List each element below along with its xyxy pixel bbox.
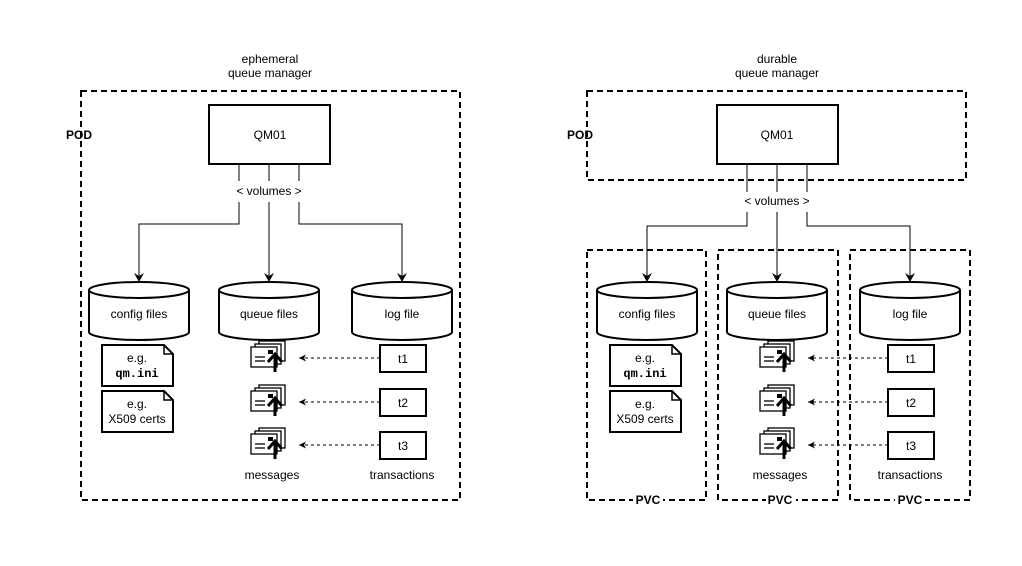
volumes-label: < volumes > [236, 184, 301, 198]
pvc-label-bg [766, 493, 796, 507]
log-file-store[interactable]: log file [859, 281, 961, 341]
message-icon [758, 339, 796, 374]
log-file-store[interactable]: log file [351, 281, 453, 341]
pod-label: POD [567, 128, 593, 142]
pod-boundary [586, 90, 967, 181]
pvc-label: PVC [898, 493, 923, 507]
qm-label: QM01 [761, 128, 794, 142]
durable-diagram: durable queue manager POD QM01 < volumes… [567, 52, 971, 507]
config-files-label: config files [111, 307, 168, 321]
transaction-t1[interactable] [379, 344, 427, 373]
messages-label: messages [753, 468, 808, 482]
title-line2: queue manager [735, 66, 819, 80]
doc-x509-certs: e.g. X509 certs [101, 390, 174, 433]
message-icon [249, 339, 287, 374]
doc-qm-ini: e.g. qm.ini [101, 344, 174, 387]
pod-boundary [80, 90, 461, 501]
t3-label: t3 [398, 439, 408, 453]
transaction-t3[interactable] [887, 431, 935, 460]
queue-files-label: queue files [240, 307, 298, 321]
transactions-label: transactions [370, 468, 435, 482]
svg-text:e.g.: e.g. [127, 397, 147, 411]
queue-files-label: queue files [748, 307, 806, 321]
svg-text:qm.ini: qm.ini [623, 367, 666, 381]
message-icon [249, 383, 287, 418]
title-line1: durable [757, 52, 797, 66]
pvc-label: PVC [768, 493, 793, 507]
arrow-to-config [642, 212, 748, 282]
queue-files-store[interactable]: queue files [218, 281, 320, 341]
t2-label: t2 [906, 396, 916, 410]
arrow-to-log [806, 212, 915, 282]
svg-text:qm.ini: qm.ini [115, 367, 158, 381]
config-files-store[interactable]: config files [88, 281, 190, 341]
t1-label: t1 [398, 352, 408, 366]
title-line2: queue manager [228, 66, 312, 80]
arrow-to-log [298, 202, 407, 282]
transaction-t2[interactable] [887, 388, 935, 417]
doc-x509-certs: e.g. X509 certs [609, 390, 682, 433]
ephemeral-diagram: ephemeral queue manager POD QM01 < volum… [66, 52, 461, 501]
t3-label: t3 [906, 439, 916, 453]
svg-text:e.g.: e.g. [127, 351, 147, 365]
message-icon [249, 426, 287, 461]
pod-label: POD [66, 128, 92, 142]
svg-text:X509 certs: X509 certs [108, 412, 165, 426]
qm-label: QM01 [254, 128, 287, 142]
pvc-config [586, 249, 707, 501]
config-files-store[interactable]: config files [596, 281, 698, 341]
t2-label: t2 [398, 396, 408, 410]
log-file-label: log file [893, 307, 928, 321]
transactions-label: transactions [878, 468, 943, 482]
title-line1: ephemeral [242, 52, 299, 66]
t1-label: t1 [906, 352, 916, 366]
arrow-to-config [134, 202, 240, 282]
pvc-label-bg [895, 493, 925, 507]
message-icon [758, 426, 796, 461]
pvc-label-bg [633, 493, 663, 507]
volumes-label: < volumes > [744, 194, 809, 208]
svg-text:e.g.: e.g. [635, 397, 655, 411]
messages-label: messages [245, 468, 300, 482]
config-files-label: config files [619, 307, 676, 321]
svg-text:e.g.: e.g. [635, 351, 655, 365]
queue-files-store[interactable]: queue files [726, 281, 828, 341]
message-icon [758, 383, 796, 418]
svg-text:X509 certs: X509 certs [616, 412, 673, 426]
transaction-t1[interactable] [887, 344, 935, 373]
log-file-label: log file [385, 307, 420, 321]
qm-box[interactable] [208, 104, 331, 165]
transaction-t3[interactable] [379, 431, 427, 460]
pvc-label: PVC [636, 493, 661, 507]
doc-qm-ini: e.g. qm.ini [609, 344, 682, 387]
